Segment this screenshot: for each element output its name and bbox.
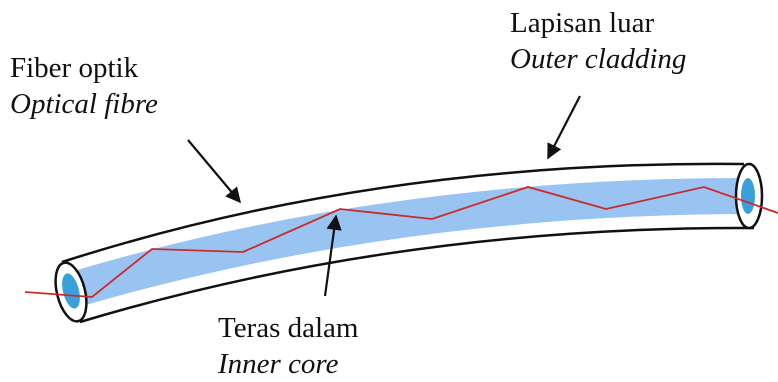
label-outer-cladding: Lapisan luar Outer cladding [510, 5, 686, 77]
light-ray [24, 186, 778, 298]
fiber-pointer-arrow [187, 139, 241, 204]
cladding-bottom-edge [79, 226, 755, 324]
label-outer-malay: Lapisan luar [510, 7, 655, 39]
label-core-malay: Teras dalam [218, 312, 359, 344]
core-pointer-arrow [323, 214, 342, 297]
inner-core-band [64, 178, 752, 306]
left-core-end [62, 273, 80, 309]
cladding-top-edge [61, 162, 745, 264]
right-core-end [741, 178, 755, 214]
label-optical-fibre: Fiber optik Optical fibre [10, 50, 158, 122]
label-inner-core: Teras dalam Inner core [218, 310, 358, 382]
label-fiber-malay: Fiber optik [10, 52, 139, 84]
outer-pointer-arrow [547, 95, 581, 160]
label-fiber-english: Optical fibre [10, 88, 158, 120]
label-outer-english: Outer cladding [510, 43, 687, 75]
label-core-english: Inner core [218, 348, 339, 380]
